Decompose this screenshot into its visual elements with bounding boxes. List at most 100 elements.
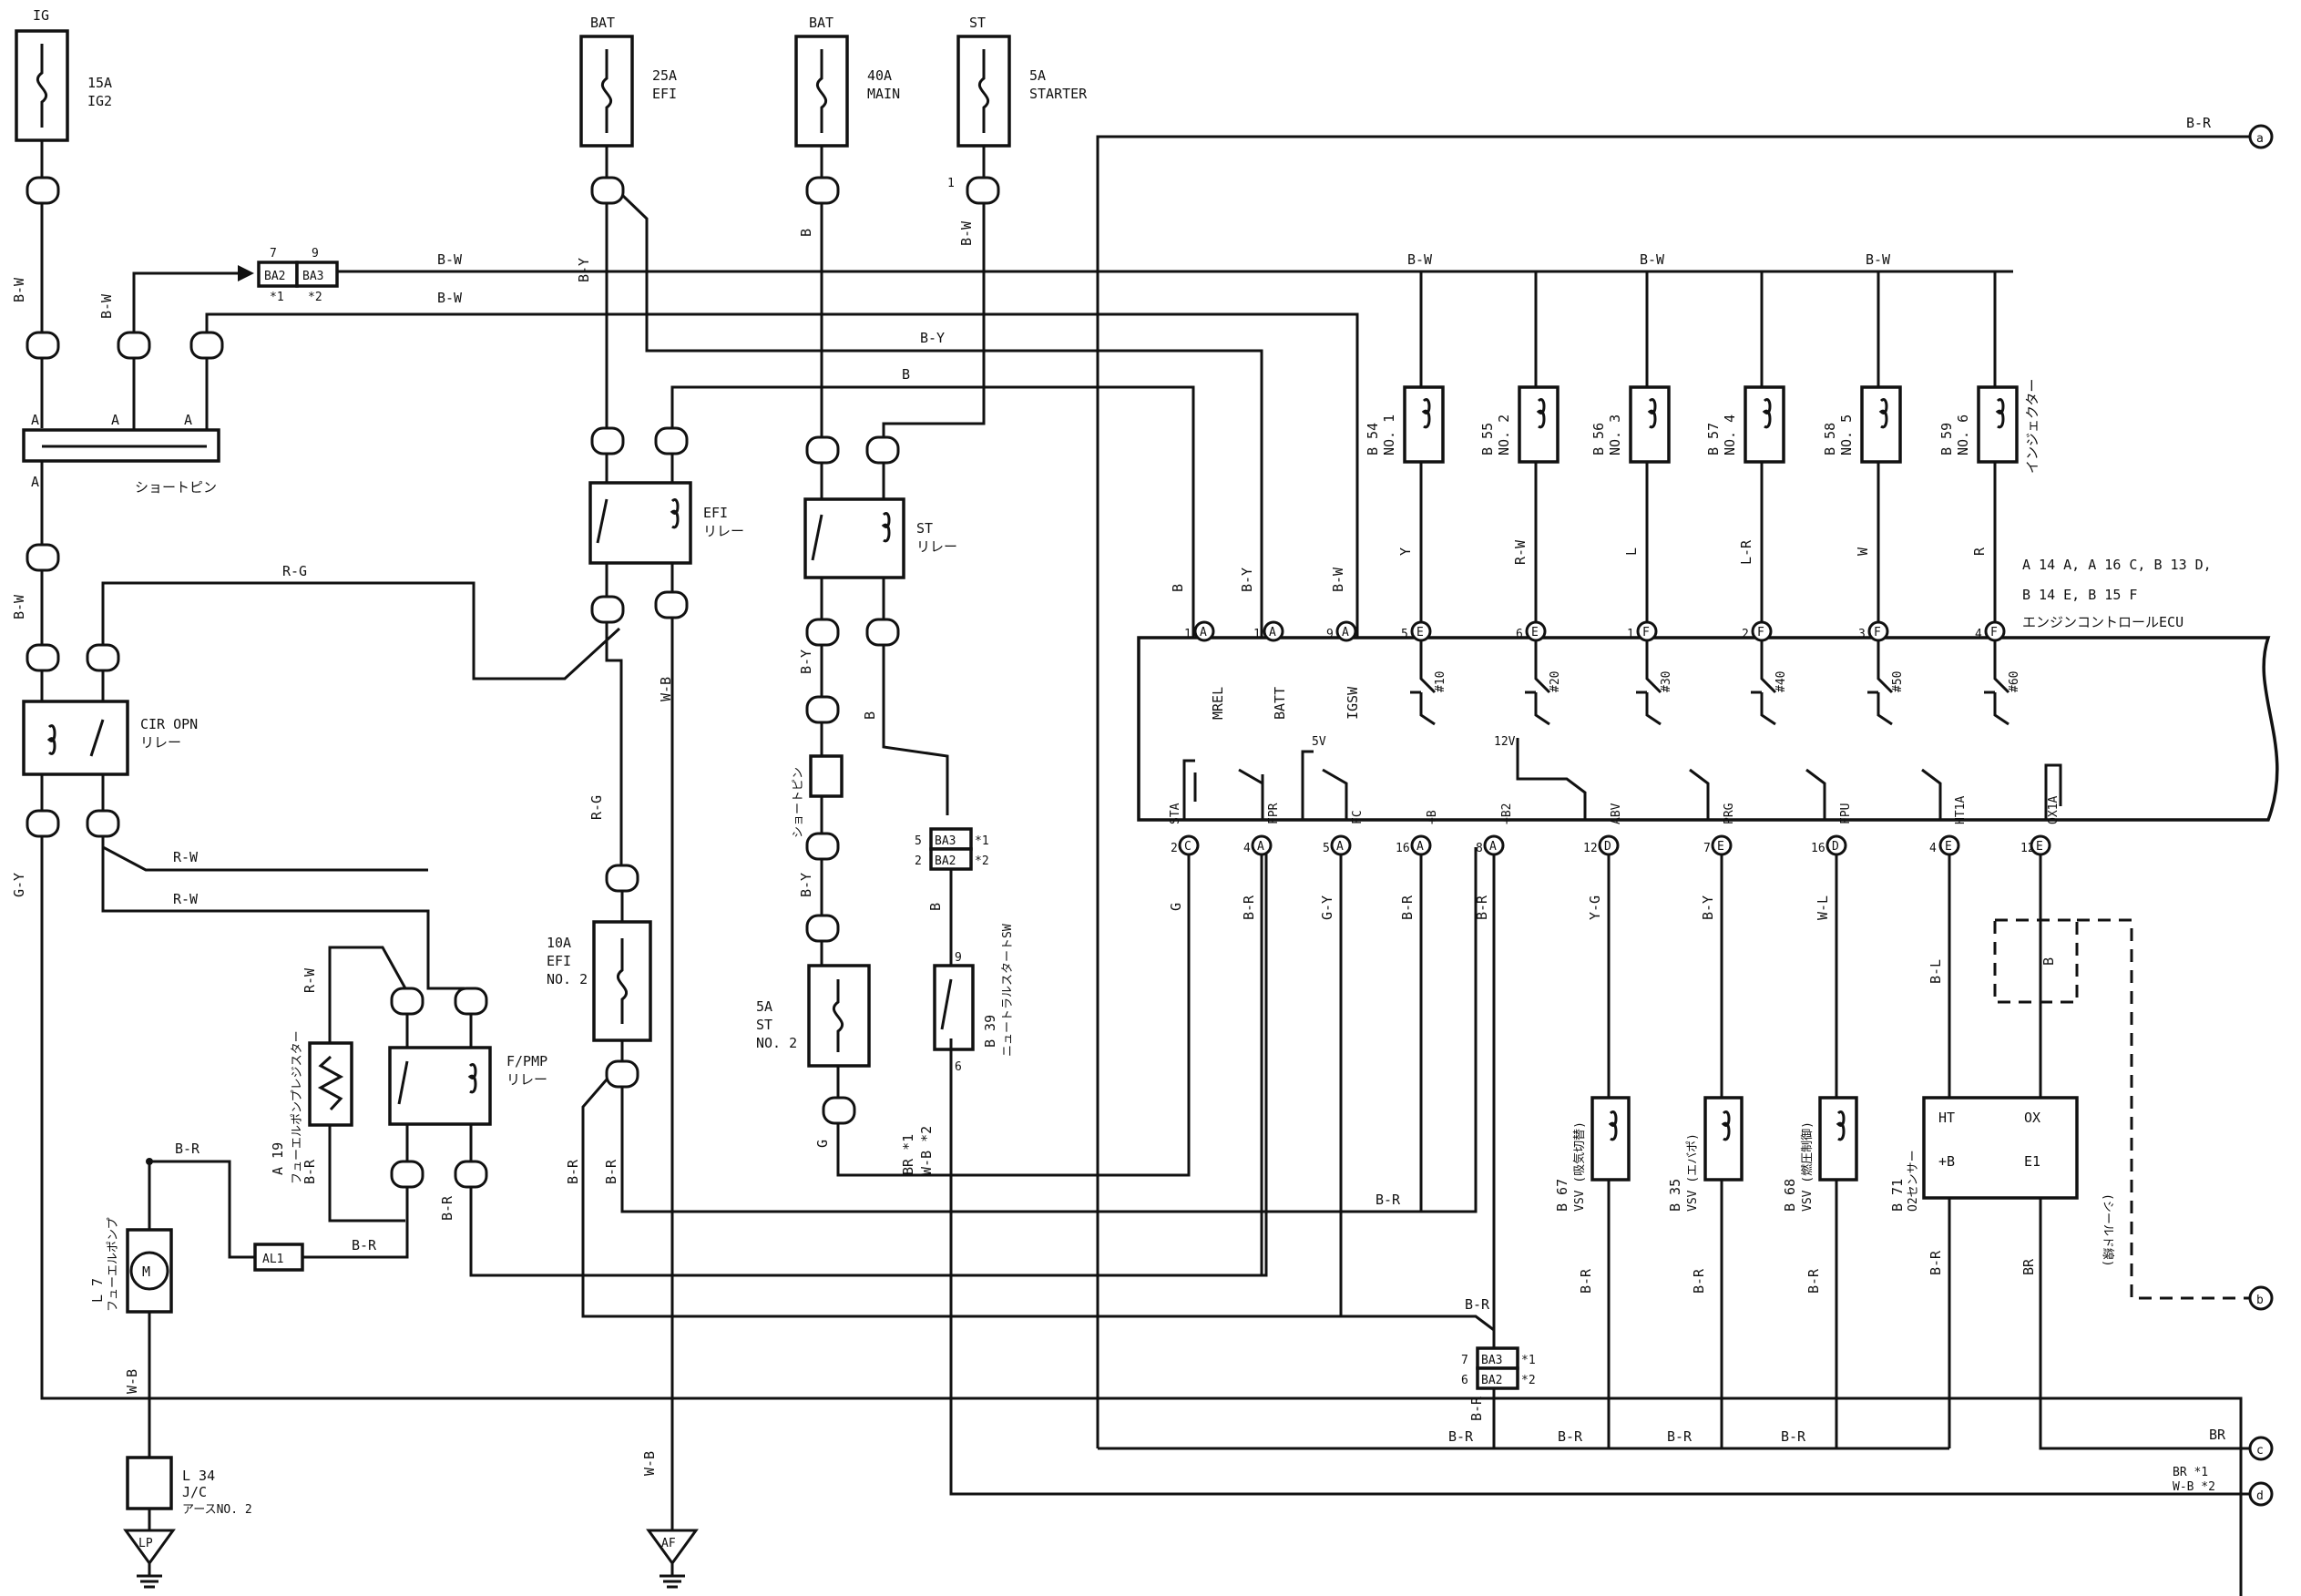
svg-text:2: 2 — [915, 854, 922, 868]
resistor-ref: A 19 — [270, 1142, 286, 1175]
wire-label-br-7: B-R — [1375, 1192, 1401, 1208]
pin-a-4: A — [31, 474, 39, 490]
injector-2: B 55 NO. 2 R-W — [1479, 271, 1560, 629]
fuel-pump-resistor: R-W B-R A 19 フューエルポンプレジスター — [270, 946, 407, 1223]
ecu-top-pin-3-wire: B-W — [1330, 567, 1346, 592]
vsv-3: B 68 VSV (燃圧制御) — [1782, 1096, 1858, 1448]
ecu-bot-pin-6-wire: Y-G — [1587, 895, 1603, 920]
ecu-bot-pin-5-conn: A — [1489, 840, 1497, 854]
ecu-bot-pin-4-num: 16 — [1396, 842, 1410, 855]
ecu-top-pin-5-name: #20 — [1549, 671, 1562, 692]
ecu-title: エンジンコントロールECU — [2022, 614, 2183, 630]
fuse-efi-source: BAT — [590, 15, 615, 31]
relay-efi-label-2: リレー — [703, 523, 744, 539]
ecu-bot-pin-6-num: 12 — [1583, 842, 1598, 855]
fuse-efi: BAT 25A EFI — [579, 15, 677, 148]
ecu-bot-pin-9-conn: E — [1945, 840, 1952, 854]
ecu-top-pin-1-name: MREL — [1210, 687, 1226, 720]
ecu-top-pin-8-num: 3 — [1858, 628, 1866, 641]
fuse-starter: ST 5A STARTER — [956, 15, 1088, 148]
wire-label-bw-6: B-W — [958, 220, 975, 246]
ecu-5v: 5V — [1312, 735, 1326, 749]
neutral-name: ニュートラルスタートSW — [1001, 924, 1015, 1057]
wire-label-by-4: B-Y — [798, 873, 814, 897]
ecu-top-pin-2-num: 1 — [1253, 628, 1261, 641]
star2-top: *2 — [308, 291, 322, 304]
wire-label-gy-1: G-Y — [11, 873, 27, 897]
junction-earth: L 34 J/C アースNO. 2 LP — [123, 1456, 252, 1589]
vsv-2-ref: B 35 — [1667, 1179, 1683, 1212]
ecu-bot-pin-5-wire: B-R — [1474, 895, 1490, 920]
st-relay-circuit: B 1 B-W ST リレー B-Y ショートピン B-Y 5A ST NO. … — [756, 146, 1191, 1177]
fuse-efi-rating: 25A — [652, 67, 677, 84]
wire-label-rg-2: R-G — [588, 795, 605, 820]
wire-label-bw-4: B-W — [437, 251, 463, 268]
fuse-main-name: MAIN — [867, 86, 900, 102]
end-c: c — [2256, 1444, 2264, 1458]
fuse-ig2-source: IG — [33, 7, 49, 24]
short-pin-label: ショートピン — [135, 479, 217, 496]
ecu-top-pin-9-num: 4 — [1975, 628, 1982, 641]
fuse-efi2-rating: 10A — [547, 935, 571, 951]
ecu-bot-pin-1-num: 2 — [1171, 842, 1178, 855]
ecu-top-pin-6-conn: F — [1642, 626, 1650, 639]
o2-name: O2センサー — [1907, 1150, 1920, 1212]
relay-st-label-2: リレー — [916, 538, 957, 555]
ground-lp: LP — [138, 1537, 153, 1550]
star1-top: *1 — [270, 291, 284, 304]
wire-label-by-2: B-Y — [920, 330, 945, 346]
star1-low: *1 — [1521, 1354, 1536, 1367]
wire-label-br-10: B-R — [2186, 115, 2212, 131]
wire-label-br-14: B-R — [1558, 1428, 1583, 1445]
ecu-bot-pin-2-conn: A — [1257, 840, 1264, 854]
wire-label-b-2: B — [798, 229, 814, 237]
fuse-efi2-name2: NO. 2 — [547, 971, 588, 987]
svg-text:9: 9 — [955, 951, 962, 965]
ecu-bot-pin-7-name: PRG — [1723, 803, 1736, 824]
wire-label-by-1: B-Y — [576, 258, 592, 282]
o2-pb: +B — [1938, 1153, 1955, 1170]
fuse-ig2: IG 15A IG2 — [15, 7, 112, 142]
short-pin-bar: ショートピン A B-W R-G — [11, 428, 621, 680]
wire-label-br-18: B-R — [1691, 1268, 1707, 1294]
fuel-pump-motor: B-R M L 7 フューエルポンプ W-B AL1 B-R — [89, 1141, 392, 1458]
ecu-top-pin-8-conn: F — [1874, 626, 1881, 639]
ecu-bot-pin-8-num: 16 — [1811, 842, 1825, 855]
short-pin-v-label: ショートピン — [792, 767, 805, 838]
ecu-top-pin-1-wire: B — [1170, 584, 1186, 592]
ecu-bot-pin-8-wire: W-L — [1815, 895, 1831, 920]
vsv-2: B 35 VSV (エバポ) — [1667, 1096, 1744, 1448]
o2-ht: HT — [1938, 1110, 1955, 1126]
injector-6-ref: B 59 — [1938, 423, 1955, 455]
svg-text:5: 5 — [915, 834, 922, 848]
pump-name: フューエルポンプ — [107, 1217, 120, 1312]
ecu-top-pin-1-conn: A — [1200, 626, 1207, 639]
injector-1-no: NO. 1 — [1381, 414, 1397, 455]
injector-6-no: NO. 6 — [1955, 414, 1971, 455]
svg-text:7: 7 — [1461, 1354, 1468, 1367]
ecu-bot-pin-2-num: 4 — [1243, 842, 1251, 855]
relay-fpmp-label-1: F/PMP — [506, 1053, 547, 1069]
injector-5-no: NO. 5 — [1838, 414, 1855, 455]
ecu-top-pin-5-num: 6 — [1516, 628, 1523, 641]
relay-st-label-1: ST — [916, 520, 933, 537]
wire-label-br-9: BR *1 — [900, 1134, 916, 1175]
fuse-main-rating: 40A — [867, 67, 892, 84]
ecu-bot-pin-2-name: FPR — [1267, 803, 1281, 824]
shield-label: (シールド線) — [2101, 1193, 2115, 1267]
ecu-top-pin-5-conn: E — [1531, 626, 1539, 639]
wire-label-br-8: B-R — [1465, 1296, 1490, 1313]
relay-cir-opn: CIR OPN リレー G-Y R-W R-W — [11, 670, 2243, 1596]
relay-cir-label-1: CIR OPN — [140, 716, 198, 732]
wire-label-bw-2: B-W — [98, 293, 115, 319]
ecu-top-pin-7-name: #40 — [1774, 671, 1788, 692]
pump-motor-m: M — [142, 1264, 150, 1280]
connector-ba2-ba3-top: BA2 BA3 7 9 *1 *2 B-W — [257, 247, 2013, 304]
br-bus-a: B-R a — [1096, 115, 2274, 1448]
wire-label-bw-7: B-W — [1407, 251, 1433, 268]
pump-ref: L 7 — [89, 1278, 106, 1303]
o2-ox: OX — [2024, 1110, 2040, 1126]
wire-label-rw-3: R-W — [302, 967, 318, 993]
wire-label-g-1: G — [814, 1140, 831, 1148]
ecu-bot-pin-3-conn: A — [1336, 840, 1344, 854]
